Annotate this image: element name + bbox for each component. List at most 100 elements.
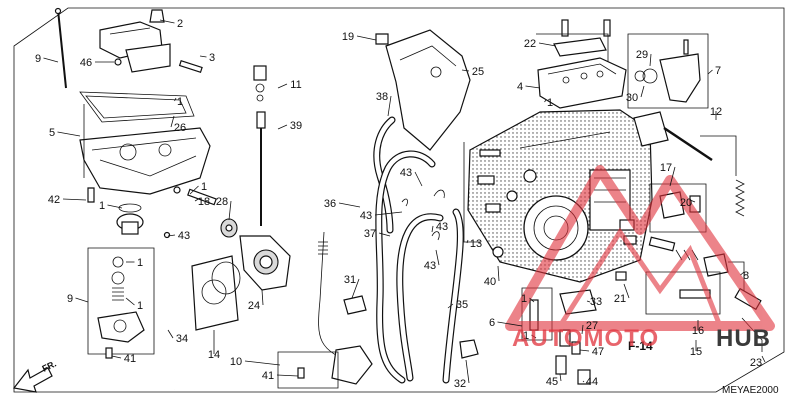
leader-line-p19 <box>356 35 377 41</box>
part-label-p19: 19 <box>342 31 354 43</box>
part-label-p2: 2 <box>177 18 183 30</box>
leader-line-p40 <box>497 265 500 282</box>
part-label-p1f: 1 <box>547 97 553 109</box>
part-label-p39: 39 <box>290 120 302 132</box>
part-label-p12: 12 <box>710 106 722 118</box>
part-label-p20: 20 <box>680 197 692 209</box>
leader-line-p7 <box>707 69 713 75</box>
part-label-p24: 24 <box>248 300 260 312</box>
leader-line-p43b <box>374 211 403 216</box>
part-label-p1h: 1 <box>523 330 529 342</box>
part-label-p28: 28 <box>216 196 228 208</box>
part-label-p17: 17 <box>660 162 672 174</box>
part-label-p44: 44 <box>586 376 598 388</box>
leader-line-p17 <box>669 166 676 187</box>
leader-line-p1h <box>531 334 537 339</box>
part-label-p33: 33 <box>590 296 602 308</box>
leader-line-p18 <box>194 197 201 202</box>
leader-line-p24 <box>261 289 264 306</box>
leader-line-p28 <box>228 200 232 221</box>
pump-spring <box>112 287 124 301</box>
part-label-p38: 38 <box>376 91 388 103</box>
part-label-p37: 37 <box>364 228 376 240</box>
leader-line-p35 <box>447 303 454 309</box>
leader-line-p36 <box>338 202 361 208</box>
leader-line-p1f <box>544 99 547 103</box>
leader-line-p43d <box>431 225 434 233</box>
part-label-p23: 23 <box>750 357 762 369</box>
leader-line-p5 <box>57 131 81 137</box>
part-label-p13: 13 <box>470 238 482 250</box>
return-spring <box>735 179 745 217</box>
part-label-p1a: 1 <box>177 96 183 108</box>
leader-line-p13 <box>466 239 469 244</box>
leader-line-p9b <box>75 297 89 303</box>
leader-line-p44 <box>582 380 585 383</box>
leader-line-p47 <box>579 349 590 352</box>
top-cover-right <box>537 57 627 109</box>
part-label-p8: 8 <box>743 270 749 282</box>
diagram-frame <box>13 7 785 393</box>
part-label-p11: 11 <box>290 79 301 91</box>
reference-label: F-14 <box>628 339 653 353</box>
part-label-p35: 35 <box>456 299 468 311</box>
part-label-p29: 29 <box>636 49 648 61</box>
leader-line-p9a <box>43 57 59 63</box>
leader-line-p8 <box>740 271 745 276</box>
leader-line-p25 <box>461 69 470 72</box>
part-label-p5: 5 <box>49 127 55 139</box>
part-label-p43a: 43 <box>178 230 190 242</box>
part-label-p16: 16 <box>692 325 704 337</box>
part-label-p43d: 43 <box>436 221 448 233</box>
watermark-text-left: AUTOMOTO <box>512 325 659 352</box>
part-label-p10: 10 <box>230 356 242 368</box>
float-bowl <box>79 127 211 195</box>
leader-line-p34 <box>167 329 174 339</box>
part-label-p26: 26 <box>174 122 186 134</box>
front-direction-arrow: FR. <box>12 358 58 393</box>
leader-line-p29 <box>649 53 652 67</box>
part-label-p46: 46 <box>80 57 92 69</box>
center-group <box>253 29 479 389</box>
leader-line-p41a <box>111 355 122 359</box>
leader-line-p37 <box>378 232 391 237</box>
part-label-p41a: 41 <box>124 353 136 365</box>
watermark-logo <box>505 165 775 331</box>
part-label-p30: 30 <box>626 92 638 104</box>
leader-line-p33 <box>586 300 591 303</box>
leader-line-p11 <box>277 83 288 89</box>
part-label-p9b: 9 <box>67 293 73 305</box>
float-chamber-group <box>54 7 291 391</box>
part-label-p47: 47 <box>592 346 604 358</box>
part-label-p14: 14 <box>208 349 220 361</box>
part-label-p6: 6 <box>489 317 495 329</box>
part-label-p3: 3 <box>209 52 215 64</box>
leader-line-p1a <box>174 97 177 102</box>
leader-line-p1b <box>189 185 199 195</box>
leader-line-p27 <box>581 324 584 335</box>
pump-cover <box>97 311 145 343</box>
part-label-p15: 15 <box>690 346 702 358</box>
leader-line-p1c <box>107 204 123 209</box>
leader-line-p45 <box>559 373 562 382</box>
part-label-p1d: 1 <box>137 257 143 269</box>
diagram-code: MEYAE2000 <box>722 385 779 396</box>
leader-line-p42 <box>62 198 87 201</box>
leader-line-p21 <box>623 283 630 299</box>
part-label-p42: 42 <box>48 194 60 206</box>
part-label-p45: 45 <box>546 376 558 388</box>
leader-line-p43c <box>414 171 423 187</box>
part-label-p43c: 43 <box>400 167 412 179</box>
leader-line-p32 <box>465 359 470 384</box>
part-label-p9a: 9 <box>35 53 41 65</box>
part-label-p31: 31 <box>344 274 356 286</box>
leader-line-p31 <box>351 278 360 299</box>
leader-line-p3 <box>199 55 207 58</box>
leader-line-p1e <box>125 297 135 306</box>
part-label-p32: 32 <box>454 378 466 390</box>
leader-line-p26 <box>170 115 175 128</box>
part-label-p43b: 43 <box>360 210 372 222</box>
